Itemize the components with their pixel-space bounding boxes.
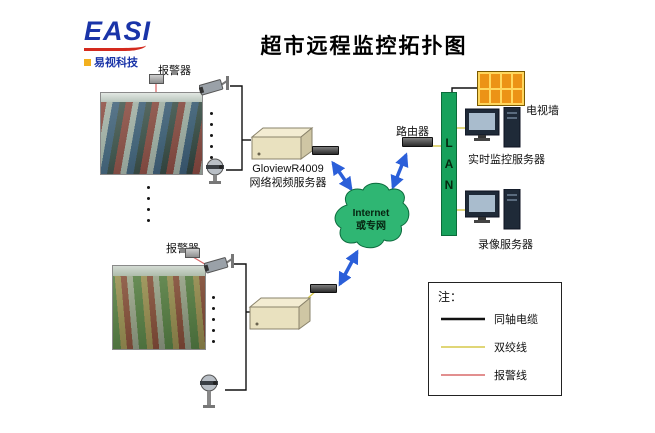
lan-letter: A xyxy=(444,157,454,171)
company-logo: EASI 易视科技 xyxy=(84,18,174,70)
storefront-photo-bottom xyxy=(112,265,206,350)
legend-label-alarm: 报警线 xyxy=(494,370,527,382)
video-server-box-bottom xyxy=(248,296,312,330)
tv-wall-label: 电视墙 xyxy=(526,105,559,117)
legend-item-utp: 双绞线 xyxy=(441,339,527,355)
lan-letter: N xyxy=(444,178,454,192)
arrow-router-cloud xyxy=(390,152,409,190)
ellipsis-dots-bottom xyxy=(212,296,215,343)
tv-cell xyxy=(502,89,511,103)
lan-letter: L xyxy=(445,136,453,150)
arrow-server1-cloud xyxy=(331,160,353,192)
tv-wall xyxy=(477,71,525,106)
box-camera-icon-top xyxy=(199,76,229,96)
tv-cell xyxy=(480,89,489,103)
monitor-server-icon xyxy=(465,107,521,148)
legend-label-utp: 双绞线 xyxy=(494,342,527,354)
logo-dot-icon xyxy=(84,58,91,66)
video-server-label: GloviewR4009 网络视频服务器 xyxy=(238,163,338,191)
cloud-label-line2: 或专网 xyxy=(356,219,386,232)
logo-swoosh xyxy=(84,42,146,51)
router-label: 路由器 xyxy=(396,126,429,138)
ellipsis-dots-middle xyxy=(147,186,150,222)
tv-cell xyxy=(491,74,500,88)
ellipsis-dots-top xyxy=(210,112,213,159)
legend-line-utp xyxy=(441,346,485,348)
page-title: 超市远程监控拓扑图 xyxy=(260,35,468,58)
record-server-icon xyxy=(465,189,521,230)
video-server-type: 网络视频服务器 xyxy=(249,176,327,189)
alarm-label-top: 报警器 xyxy=(158,65,191,77)
alarm-device-top xyxy=(149,74,164,84)
switch-device-top xyxy=(312,146,339,155)
storefront-photo-top xyxy=(100,92,203,175)
alarm-device-bottom xyxy=(185,248,200,258)
coax-lines xyxy=(225,85,477,391)
ptz-camera-icon-bottom xyxy=(200,374,218,408)
box-camera-icon-bottom xyxy=(204,254,234,274)
logo-brand-text: EASI xyxy=(84,16,152,46)
legend-title: 注： xyxy=(438,290,463,304)
legend-item-alarm: 报警线 xyxy=(441,367,527,383)
record-server-label: 录像服务器 xyxy=(478,239,533,251)
tv-cell xyxy=(480,74,489,88)
monitor-server-label: 实时监控服务器 xyxy=(468,154,545,166)
tv-cell xyxy=(513,74,522,88)
ptz-camera-icon-top xyxy=(206,158,224,184)
legend-item-coax: 同轴电缆 xyxy=(441,311,538,327)
legend-label-coax: 同轴电缆 xyxy=(494,314,538,326)
arrow-server2-cloud xyxy=(338,249,359,287)
tv-cell xyxy=(502,74,511,88)
logo-company-text: 易视科技 xyxy=(94,57,138,69)
video-server-name: GloviewR4009 xyxy=(252,163,324,175)
tv-cell xyxy=(513,89,522,103)
legend-line-alarm xyxy=(441,374,485,376)
legend-line-coax xyxy=(441,317,485,321)
video-server-box-top xyxy=(250,126,314,160)
tv-cell xyxy=(491,89,500,103)
router-device xyxy=(402,137,433,147)
lan-bar: L A N xyxy=(441,92,457,236)
legend-box: 注： 同轴电缆 双绞线 报警线 xyxy=(428,282,562,396)
cloud-label-line1: Internet xyxy=(353,208,390,219)
cloud-shape xyxy=(334,182,410,249)
internet-cloud: Internet 或专网 xyxy=(334,182,410,249)
uplink-arrows xyxy=(331,152,409,287)
switch-device-bottom xyxy=(310,284,337,293)
